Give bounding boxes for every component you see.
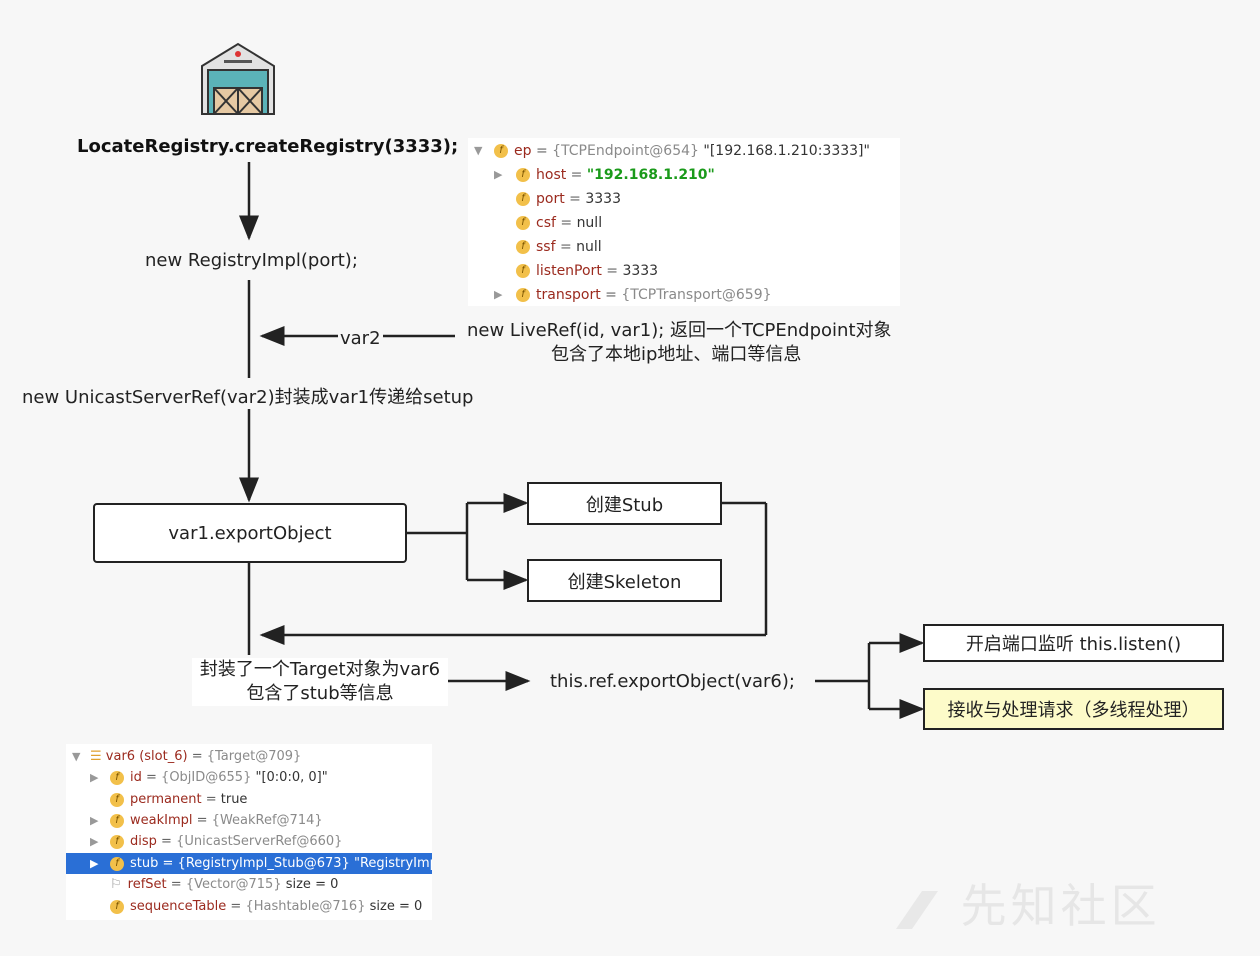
chevron-right-icon[interactable]: ▶ [90, 835, 99, 848]
target-label-line1: 封装了一个Target对象为var6 [199, 659, 441, 680]
watermark: 先知社区 [892, 870, 1161, 936]
chevron-right-icon[interactable]: ▶ [90, 857, 99, 870]
chevron-right-icon[interactable]: ▶ [90, 814, 99, 827]
var2-label: var2 [338, 328, 383, 349]
warehouse-icon [201, 42, 275, 115]
flag-icon: ⚐ [110, 877, 122, 892]
chevron-right-icon[interactable]: ▶ [90, 771, 99, 784]
field-icon: f [516, 288, 530, 302]
unicast-label: new UnicastServerRef(var2)封装成var1传递给setu… [22, 383, 474, 409]
field-icon: f [110, 834, 124, 849]
liveref-label-line1: new LiveRef(id, var1); 返回一个TCPEndpoint对象 [467, 320, 892, 341]
field-icon: f [110, 792, 124, 807]
chevron-right-icon[interactable]: ▶ [494, 168, 503, 181]
listen-label: 开启端口监听 this.listen() [965, 634, 1182, 655]
field-icon: f [516, 168, 530, 182]
field-icon: f [110, 899, 124, 914]
create-registry-label: LocateRegistry.createRegistry(3333); [77, 136, 459, 157]
field-icon: f [494, 144, 508, 158]
chevron-down-icon[interactable]: ▼ [474, 144, 483, 157]
target-label-line2: 包含了stub等信息 [246, 683, 394, 704]
liveref-label-line2: 包含了本地ip地址、端口等信息 [551, 344, 802, 365]
create-skeleton-box: 创建Skeleton [527, 559, 722, 602]
field-icon: f [516, 192, 530, 206]
create-skeleton-label: 创建Skeleton [567, 571, 682, 593]
create-stub-box: 创建Stub [527, 482, 722, 525]
field-icon: f [516, 264, 530, 278]
listen-box: 开启端口监听 this.listen() [923, 624, 1224, 662]
chevron-right-icon[interactable]: ▶ [494, 288, 503, 301]
field-icon: f [516, 240, 530, 254]
target-label: 封装了一个Target对象为var6 包含了stub等信息 [192, 658, 448, 706]
debug-row-stub-selected[interactable] [66, 853, 432, 874]
create-stub-label: 创建Stub [585, 494, 664, 516]
field-icon: f [516, 216, 530, 230]
ref-export-label: this.ref.exportObject(var6); [550, 671, 795, 692]
handle-label: 接收与处理请求（多线程处理） [947, 700, 1200, 721]
field-icon: f [110, 770, 124, 785]
registry-impl-label: new RegistryImpl(port); [145, 250, 358, 271]
watermark-logo-icon [892, 887, 942, 933]
watermark-text: 先知社区 [960, 879, 1161, 933]
export-object-label: var1.exportObject [168, 522, 332, 544]
list-icon: ☰ [90, 749, 102, 764]
chevron-down-icon[interactable]: ▼ [72, 750, 81, 763]
handle-box: 接收与处理请求（多线程处理） [923, 688, 1224, 730]
export-object-box: var1.exportObject [93, 503, 407, 563]
field-icon: f [110, 813, 124, 828]
debug-row-refset: ⚐refSet = {Vector@715} size = 0 [110, 877, 339, 892]
field-icon: f [110, 856, 124, 871]
debug-row-var6[interactable]: ▼ ☰ var6 (slot_6) = {Target@709} [72, 746, 301, 767]
